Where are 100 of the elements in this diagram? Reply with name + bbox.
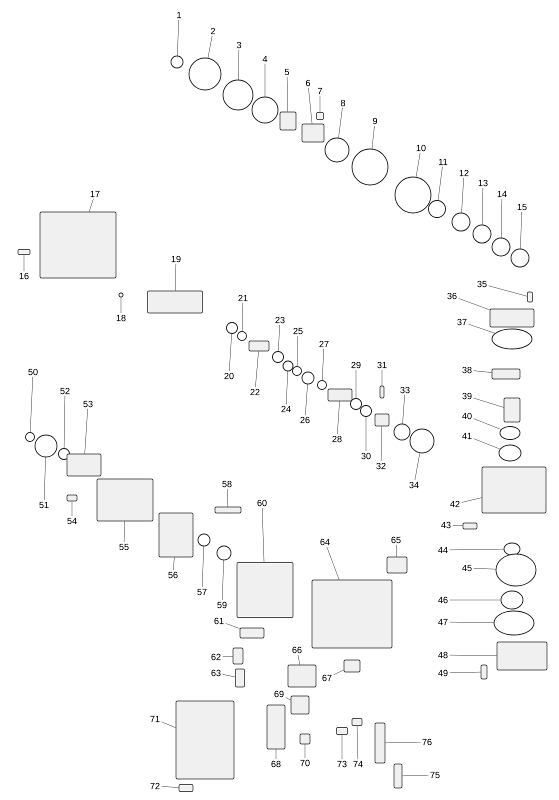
callout-number: 6	[306, 80, 310, 86]
callout-number: 1	[177, 12, 182, 18]
ring	[237, 331, 247, 341]
leader-line	[229, 334, 232, 372]
leader-line	[298, 654, 300, 665]
leader-line	[177, 20, 180, 56]
part-block	[374, 414, 390, 426]
ring	[472, 224, 492, 244]
callout-number: 68	[271, 760, 281, 768]
callout-number: 36	[447, 292, 457, 300]
leader-line	[255, 351, 259, 388]
callout-number: 35	[477, 280, 487, 288]
ring	[226, 322, 238, 334]
part-block	[482, 466, 546, 514]
leader-line	[473, 398, 504, 408]
leader-line	[286, 76, 288, 112]
leader-line	[120, 297, 122, 314]
callout-number: 17	[90, 190, 100, 198]
ring	[352, 148, 388, 186]
callout-number: 27	[319, 340, 329, 348]
callout-number: 32	[376, 462, 386, 470]
ring	[198, 534, 210, 546]
callout-number: 33	[400, 386, 410, 394]
leader-line	[304, 744, 306, 758]
callout-number: 63	[211, 670, 221, 676]
callout-number: 49	[438, 670, 448, 676]
leader-line	[296, 336, 298, 366]
ring	[350, 398, 362, 410]
leader-line	[64, 396, 66, 448]
callout-number: 72	[150, 782, 160, 790]
leader-line	[449, 548, 504, 550]
ring	[324, 138, 350, 162]
leader-line	[173, 557, 175, 570]
part-block	[40, 212, 116, 278]
leader-line	[473, 568, 496, 570]
part-block	[527, 292, 533, 302]
callout-number: 75	[430, 772, 440, 778]
callout-number: 28	[332, 436, 342, 442]
part-block	[312, 580, 392, 648]
part-block	[490, 308, 534, 328]
leader-line	[449, 654, 497, 656]
callout-number: 61	[214, 618, 224, 624]
leader-line	[161, 722, 176, 728]
callout-number: 13	[478, 180, 488, 186]
callout-number: 39	[462, 392, 472, 400]
leader-line	[461, 178, 464, 213]
leader-line	[385, 742, 421, 744]
leader-line	[449, 672, 481, 674]
leader-line	[226, 488, 228, 507]
part-block	[496, 642, 548, 670]
callout-number: 53	[83, 400, 93, 408]
part-block	[248, 340, 270, 352]
leader-line	[473, 418, 502, 430]
callout-number: 15	[518, 204, 527, 210]
part-block	[394, 764, 402, 788]
leader-line	[500, 198, 502, 238]
ring	[500, 590, 524, 610]
callout-number: 55	[119, 544, 129, 550]
part-block	[96, 478, 154, 522]
part-block	[352, 718, 362, 726]
callout-number: 30	[361, 452, 371, 460]
leader-line	[402, 774, 429, 776]
part-block	[492, 368, 520, 380]
part-block	[176, 700, 234, 780]
leader-line	[285, 697, 291, 700]
callout-number: 34	[409, 482, 419, 488]
part-block	[290, 696, 310, 714]
leader-line	[396, 544, 397, 557]
callout-number: 5	[284, 68, 290, 76]
ring	[428, 200, 446, 218]
part-block	[147, 290, 203, 314]
part-block	[214, 506, 242, 514]
callout-number: 65	[391, 536, 401, 544]
leader-line	[338, 108, 343, 138]
callout-number: 57	[197, 588, 207, 596]
callout-number: 24	[281, 406, 291, 412]
callout-number: 43	[441, 522, 451, 528]
callout-number: 74	[353, 760, 363, 768]
part-block	[288, 664, 316, 688]
ring	[118, 292, 124, 298]
leader-line	[326, 546, 340, 580]
leader-line	[402, 394, 405, 424]
callout-number: 9	[372, 118, 378, 124]
callout-number: 29	[351, 362, 361, 368]
callout-number: 76	[422, 738, 432, 746]
leader-line	[84, 408, 88, 454]
leader-line	[242, 302, 244, 332]
part-block	[235, 668, 245, 688]
callout-number: 38	[462, 366, 472, 374]
part-block	[480, 664, 488, 680]
ring	[292, 366, 302, 376]
callout-number: 12	[460, 170, 469, 176]
callout-number: 60	[257, 500, 267, 506]
part-block	[66, 454, 102, 476]
part-block	[66, 494, 78, 502]
part-block	[380, 386, 384, 398]
callout-number: 25	[293, 328, 303, 334]
ring	[317, 380, 327, 390]
callout-number: 47	[438, 618, 448, 626]
callout-number: 22	[250, 388, 260, 396]
